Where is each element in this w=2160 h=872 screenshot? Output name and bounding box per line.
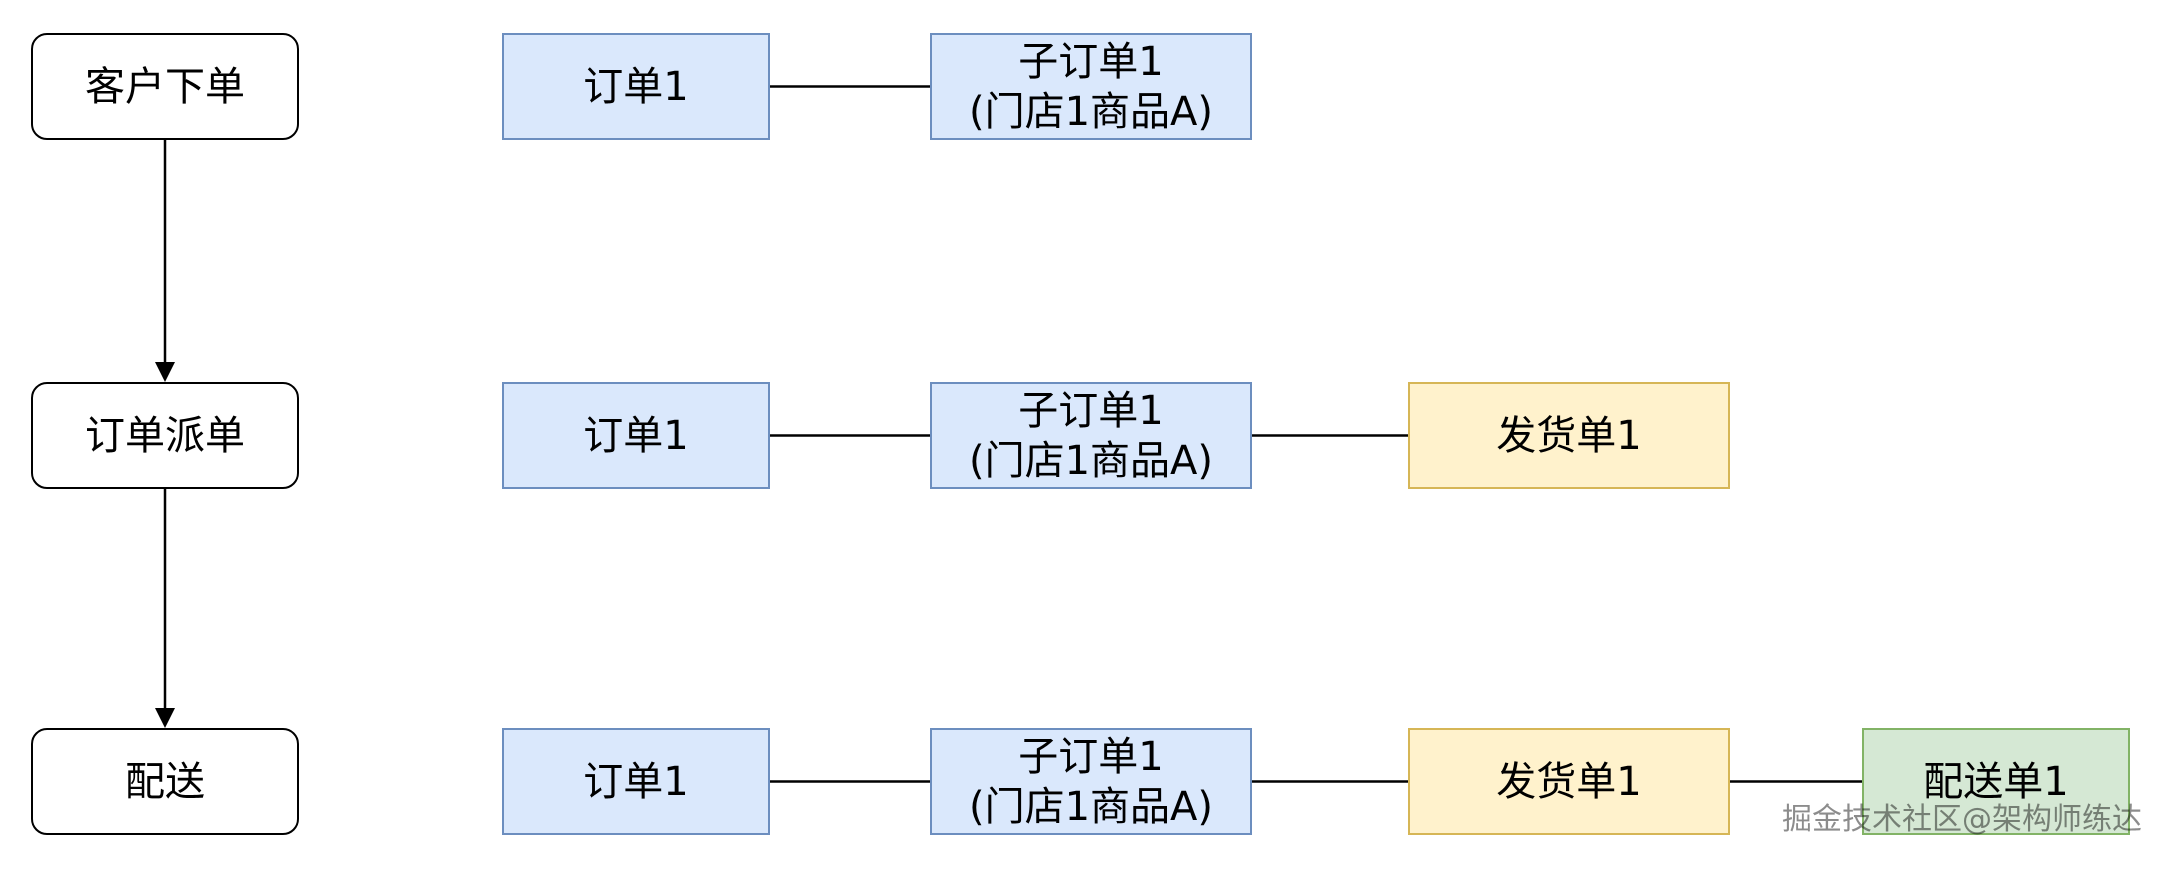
arrowhead-step3 (155, 708, 175, 728)
order-label: 订单1 (583, 63, 689, 110)
step-label: 配送 (125, 758, 205, 805)
watermark: 掘金技术社区@架构师练达 (1782, 802, 2142, 837)
suborder-node: 子订单1 (门店1商品A) (930, 728, 1252, 835)
suborder-label: 子订单1 (门店1商品A) (968, 38, 1214, 135)
arrowhead-step2 (155, 362, 175, 382)
order-node: 订单1 (502, 33, 770, 140)
step-delivery: 配送 (31, 728, 299, 835)
delivery-node: 配送单1 (1862, 728, 2130, 835)
step-label: 订单派单 (85, 412, 245, 459)
step-order-dispatch: 订单派单 (31, 382, 299, 489)
order-node: 订单1 (502, 382, 770, 489)
suborder-label: 子订单1 (门店1商品A) (968, 387, 1214, 484)
order-label: 订单1 (583, 412, 689, 459)
shipment-label: 发货单1 (1496, 758, 1642, 805)
shipment-node: 发货单1 (1408, 382, 1730, 489)
suborder-node: 子订单1 (门店1商品A) (930, 33, 1252, 140)
order-label: 订单1 (583, 758, 689, 805)
step-customer-order: 客户下单 (31, 33, 299, 140)
shipment-node: 发货单1 (1408, 728, 1730, 835)
suborder-label: 子订单1 (门店1商品A) (968, 733, 1214, 830)
order-node: 订单1 (502, 728, 770, 835)
step-label: 客户下单 (85, 63, 245, 110)
shipment-label: 发货单1 (1496, 412, 1642, 459)
delivery-label: 配送单1 (1923, 758, 2069, 805)
suborder-node: 子订单1 (门店1商品A) (930, 382, 1252, 489)
